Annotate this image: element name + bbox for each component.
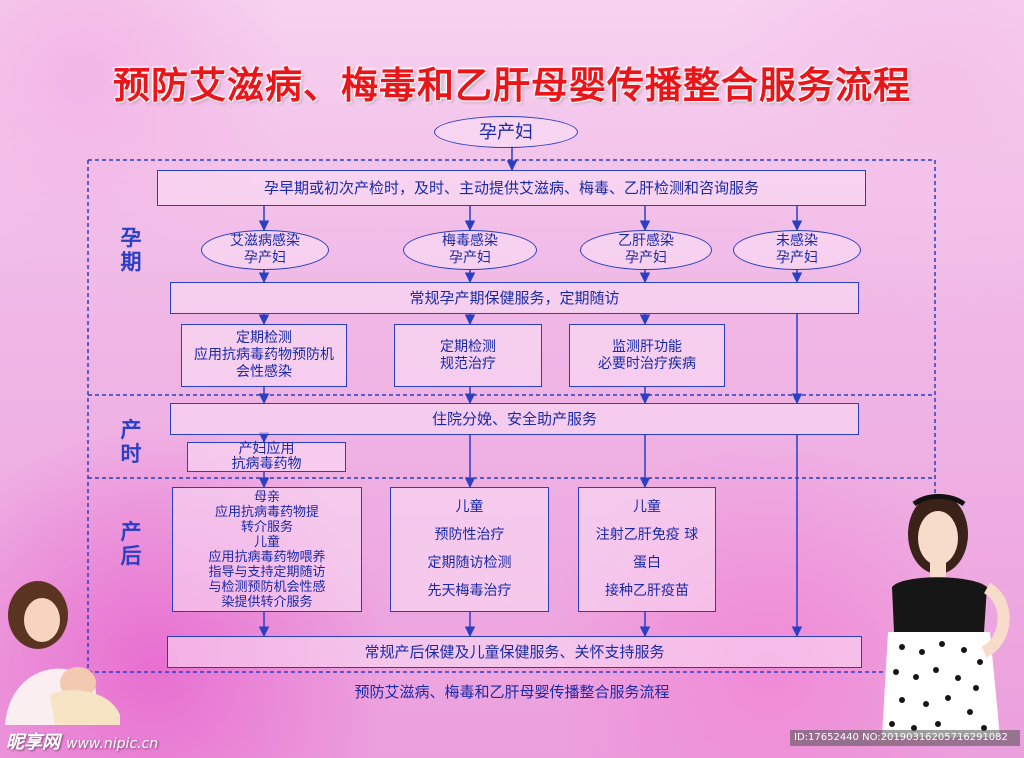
delivery-antiviral-line1: 产妇应用: [238, 441, 295, 457]
action-hepb-box: 监测肝功能 必要时治疗疾病: [569, 324, 725, 387]
pp-syphilis-line1: 儿童: [455, 499, 484, 515]
phase-label-postpartum: 产后: [120, 520, 142, 568]
postpartum-hepb-box: 儿童 注射乙肝免疫 球 蛋白 接种乙肝疫苗: [578, 487, 716, 612]
action-hiv-line2: 应用抗病毒药物预防机: [194, 347, 334, 363]
first-visit-testing-box: 孕早期或初次产检时，及时、主动提供艾滋病、梅毒、乙肝检测和咨询服务: [157, 170, 866, 206]
footer-caption: 预防艾滋病、梅毒和乙肝母婴传播整合服务流程: [354, 683, 670, 701]
group-syphilis-line2: 孕产妇: [449, 250, 491, 266]
pp-hepb-line4: 接种乙肝疫苗: [605, 583, 689, 599]
phase-label-delivery: 产时: [120, 418, 142, 466]
routine-postpartum-care-box: 常规产后保健及儿童保健服务、关怀支持服务: [167, 636, 862, 668]
group-hepb-line2: 孕产妇: [625, 250, 667, 266]
group-hepb-line1: 乙肝感染: [618, 233, 674, 249]
pp-syphilis-line4: 先天梅毒治疗: [427, 583, 512, 599]
watermark-id: ID:17652440 NO:20190316205716291082: [790, 730, 1020, 746]
action-syphilis-box: 定期检测 规范治疗: [394, 324, 542, 387]
watermark-brand-name: 昵享网: [6, 732, 60, 753]
hospital-delivery-box: 住院分娩、安全助产服务: [170, 403, 859, 435]
postpartum-hiv-box: 母亲 应用抗病毒药物提 转介服务 儿童 应用抗病毒药物喂养 指导与支持定期随访 …: [172, 487, 362, 612]
action-hiv-box: 定期检测 应用抗病毒药物预防机 会性感染: [181, 324, 347, 387]
action-hepb-line2: 必要时治疗疾病: [598, 355, 696, 372]
postpartum-syphilis-box: 儿童 预防性治疗 定期随访检测 先天梅毒治疗: [390, 487, 549, 612]
group-hiv-line2: 孕产妇: [244, 250, 286, 266]
group-none-line2: 孕产妇: [776, 250, 818, 266]
pp-hepb-line3: 蛋白: [633, 555, 661, 571]
watermark-brand: 昵享网 www.nipic.cn: [6, 728, 158, 754]
pp-syphilis-line2: 预防性治疗: [434, 527, 505, 543]
delivery-antiviral-box: 产妇应用 抗病毒药物: [187, 442, 346, 472]
pp-hiv-line3: 转介服务: [240, 519, 293, 535]
routine-prenatal-care-box: 常规孕产期保健服务，定期随访: [170, 282, 859, 314]
pp-syphilis-line3: 定期随访检测: [427, 555, 512, 571]
pp-hiv-line1: 母亲: [253, 489, 280, 505]
group-hiv-line1: 艾滋病感染: [230, 233, 300, 249]
watermark-url: www.nipic.cn: [66, 736, 159, 752]
group-not-infected: 未感染 孕产妇: [733, 230, 861, 270]
action-hiv-line3: 会性感染: [236, 364, 292, 380]
pp-hiv-line6: 指导与支持定期随访: [208, 564, 326, 580]
pp-hiv-line4: 儿童: [253, 534, 280, 550]
group-none-line1: 未感染: [776, 233, 818, 249]
action-syphilis-line2: 规范治疗: [440, 355, 496, 372]
pp-hiv-line5: 应用抗病毒药物喂养: [208, 549, 326, 565]
pp-hepb-line1: 儿童: [633, 499, 661, 515]
pregnant-woman-illustration: [882, 494, 1010, 737]
group-hepb-infected: 乙肝感染 孕产妇: [580, 230, 712, 270]
action-hepb-line1: 监测肝功能: [612, 338, 682, 355]
group-syphilis-line1: 梅毒感染: [442, 233, 498, 249]
pp-hiv-line7: 与检测预防机会性感: [208, 579, 326, 595]
phase-label-pregnancy: 孕期: [120, 226, 142, 274]
mother-baby-illustration: [5, 581, 120, 725]
page-title: 预防艾滋病、梅毒和乙肝母婴传播整合服务流程: [113, 63, 911, 107]
pp-hepb-line2: 注射乙肝免疫 球: [595, 527, 699, 543]
action-hiv-line1: 定期检测: [236, 330, 292, 346]
pp-hiv-line2: 应用抗病毒药物提: [214, 504, 319, 520]
group-hiv-infected: 艾滋病感染 孕产妇: [201, 230, 329, 270]
delivery-antiviral-line2: 抗病毒药物: [231, 456, 302, 472]
action-syphilis-line1: 定期检测: [440, 338, 496, 355]
group-syphilis-infected: 梅毒感染 孕产妇: [403, 230, 537, 270]
start-node-pregnant-women: 孕产妇: [434, 116, 578, 148]
pp-hiv-line8: 染提供转介服务: [221, 594, 313, 610]
